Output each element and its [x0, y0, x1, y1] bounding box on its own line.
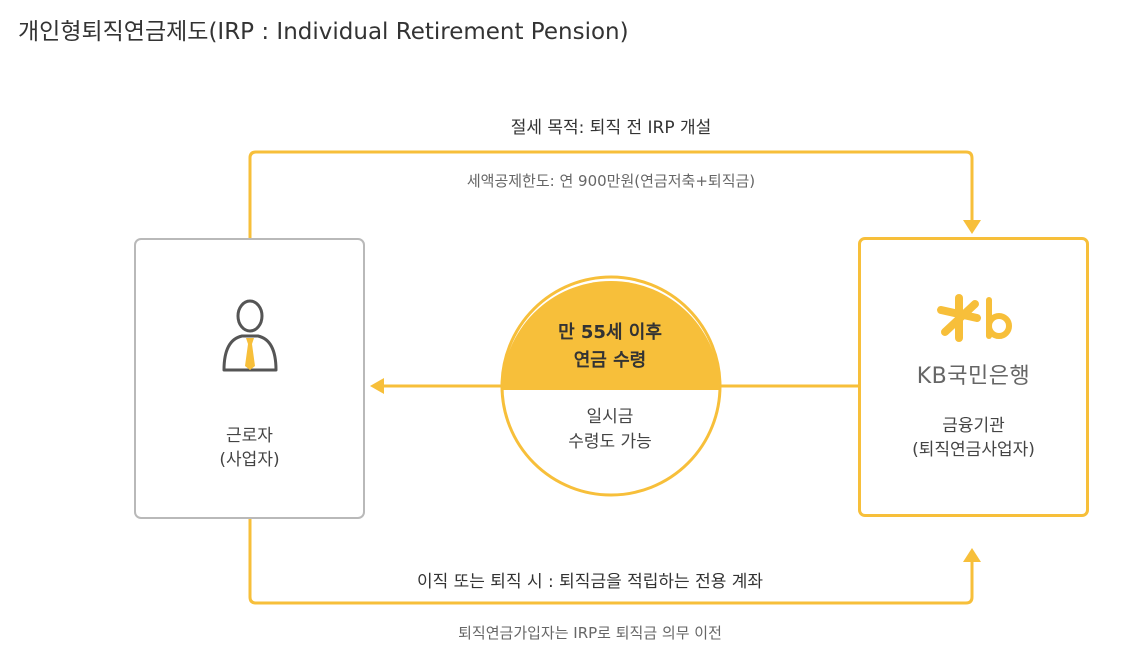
- middle-arrowhead: [370, 378, 384, 394]
- bank-label: 금융기관 (퇴직연금사업자): [912, 416, 1035, 460]
- top-flow-label: 절세 목적: 퇴직 전 IRP 개설: [510, 118, 712, 138]
- person-with-tie-icon: [222, 299, 278, 372]
- pension-age-label: 만 55세 이후 연금 수령: [558, 322, 662, 371]
- worker-label: 근로자 (사업자): [219, 426, 280, 470]
- top-arrowhead: [963, 220, 981, 234]
- lump-sum-label: 일시금 수령도 가능: [568, 407, 652, 452]
- bank-logo-text: KB국민은행: [916, 364, 1031, 389]
- top-flow-line: [248, 150, 974, 238]
- bottom-flow-label: 이직 또는 퇴직 시 : 퇴직금을 적립하는 전용 계좌: [416, 572, 764, 592]
- bottom-arrowhead: [963, 548, 981, 562]
- pension-circle: [500, 275, 722, 497]
- page-title: 개인형퇴직연금제도(IRP : Individual Retirement Pe…: [18, 19, 629, 45]
- kb-star-logo-icon: [937, 294, 1012, 342]
- tax-deduction-label: 세액공제한도: 연 900만원(연금저축+퇴직금): [466, 172, 756, 190]
- worker-box: 근로자 (사업자): [134, 238, 365, 519]
- bottom-flow-line: [248, 519, 974, 605]
- transfer-note: 퇴직연금가입자는 IRP로 퇴직금 의무 이전: [458, 624, 722, 642]
- bank-box: KB국민은행 금융기관 (퇴직연금사업자): [858, 237, 1089, 517]
